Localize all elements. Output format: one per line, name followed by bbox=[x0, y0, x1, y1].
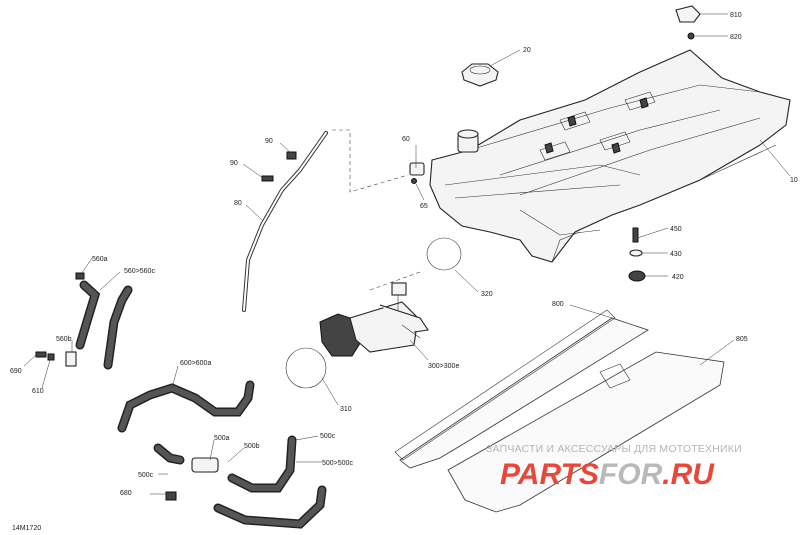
callout-500a: 500a bbox=[214, 435, 230, 442]
clip-810 bbox=[675, 5, 701, 23]
watermark-logo-for: FOR bbox=[599, 458, 663, 491]
watermark-logo-ru: .RU bbox=[662, 458, 715, 491]
watermark-logo-parts: PARTS bbox=[500, 458, 599, 491]
callout-690: 690 bbox=[10, 368, 22, 375]
callout-10: 10 bbox=[790, 177, 798, 184]
callout-810: 810 bbox=[730, 12, 742, 19]
callout-450: 450 bbox=[670, 226, 682, 233]
callout-600-600a: 600>600a bbox=[180, 360, 211, 367]
bolt-450 bbox=[632, 227, 639, 243]
callout-90a: 90 bbox=[265, 138, 273, 145]
callout-60: 60 bbox=[402, 136, 410, 143]
callout-430: 430 bbox=[670, 251, 682, 258]
o-ring-320 bbox=[426, 237, 462, 271]
clamp-90a bbox=[286, 151, 297, 160]
callout-820: 820 bbox=[730, 34, 742, 41]
callout-680: 680 bbox=[120, 490, 132, 497]
callout-800: 800 bbox=[552, 301, 564, 308]
callout-560b: 560b bbox=[56, 336, 72, 343]
plate-805 bbox=[447, 351, 725, 513]
callout-500b: 500b bbox=[244, 443, 260, 450]
leader-lines bbox=[23, 13, 791, 495]
callout-90b: 90 bbox=[230, 160, 238, 167]
callout-500c-left: 500c bbox=[138, 472, 154, 479]
callout-310: 310 bbox=[340, 406, 352, 413]
callout-320: 320 bbox=[481, 291, 493, 298]
vent-tube-80 bbox=[242, 131, 328, 312]
callout-420: 420 bbox=[672, 274, 684, 281]
callout-805: 805 bbox=[736, 336, 748, 343]
bumper-420 bbox=[628, 270, 646, 282]
washer-430 bbox=[629, 249, 643, 257]
clip-610 bbox=[47, 353, 55, 361]
watermark-text: ЗАПЧАСТИ И АКСЕССУАРЫ ДЛЯ МОТОТЕХНИКИ bbox=[486, 443, 742, 455]
hose-500 bbox=[153, 435, 327, 529]
o-ring-310 bbox=[285, 347, 327, 389]
callout-500c-top: 500c bbox=[320, 433, 336, 440]
connector-680 bbox=[165, 491, 177, 501]
clamp-90b bbox=[261, 175, 274, 182]
bolt-690 bbox=[35, 351, 47, 358]
callout-80: 80 bbox=[234, 200, 242, 207]
connector-560b bbox=[65, 351, 77, 367]
fuel-hose-600 bbox=[117, 380, 255, 433]
fuel-tank bbox=[429, 49, 791, 263]
callout-20: 20 bbox=[523, 47, 531, 54]
callout-610: 610 bbox=[32, 388, 44, 395]
sensor-60 bbox=[409, 162, 425, 184]
callout-560a: 560a bbox=[92, 256, 108, 263]
fuel-pump-module bbox=[319, 282, 429, 357]
screw-820 bbox=[687, 32, 695, 40]
watermark-logo: PARTSFOR.RU bbox=[500, 458, 715, 491]
fuel-cap bbox=[461, 63, 499, 87]
assembly-line bbox=[332, 129, 409, 193]
callout-300-300e: 300>300e bbox=[428, 363, 459, 370]
callout-500-500c: 500>500c bbox=[322, 460, 353, 467]
hose-560 bbox=[75, 280, 133, 370]
figure-code: 14M1720 bbox=[12, 525, 41, 532]
assembly-line bbox=[369, 271, 421, 291]
callout-560-560c: 560>560c bbox=[124, 268, 155, 275]
callout-65: 65 bbox=[420, 203, 428, 210]
fuel-filter-500a bbox=[191, 457, 219, 473]
